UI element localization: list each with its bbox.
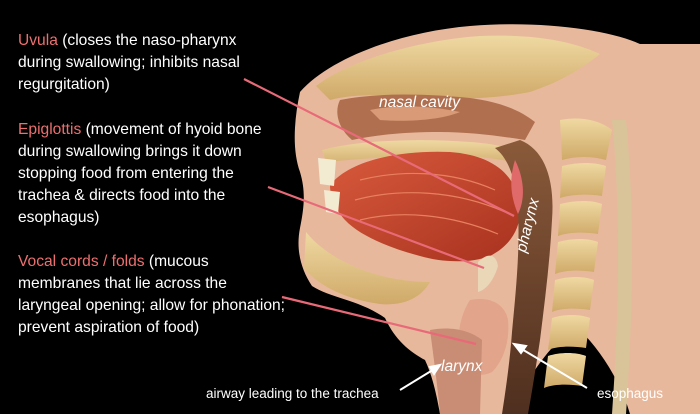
nasal-conchae [370,106,460,121]
esophagus-arrow [519,347,588,389]
uvula-annotation: Uvula (closes the naso-pharynx during sw… [18,30,268,96]
uvula-term: Uvula [18,32,58,49]
upper-teeth [318,158,336,186]
epiglottis [478,255,498,292]
pointer-lines [243,78,515,346]
epiglottis-term: Epiglottis [18,121,82,138]
spinal-cord [612,120,632,414]
uvula-description: (closes the naso-pharynx during swallowi… [18,32,240,93]
vocal-cords-description: (mucous membranes that lie across the la… [18,253,286,336]
epiglottis-annotation: Epiglottis (movement of hyoid bone durin… [18,119,278,229]
vocal-cords-pointer-line [281,295,477,346]
larynx-label: larynx [441,358,483,375]
epiglottis-description: (movement of hyoid bone during swallowin… [18,121,262,226]
skull-bone [316,35,600,100]
airway-caption: airway leading to the trachea [206,386,379,401]
epiglottis-pointer-line [267,185,485,270]
pharynx-passage [495,140,553,414]
uvula-pointer-line [243,78,515,217]
airway-arrow [399,367,437,391]
cervical-spine [544,118,612,388]
uvula [511,160,523,214]
esophagus-caption: esophagus [597,386,664,401]
vocal-cords-term: Vocal cords / folds [18,253,145,270]
mandible [304,232,430,305]
vocal-cords-annotation: Vocal cords / folds (mucous membranes th… [18,251,293,339]
lower-teeth [324,190,340,214]
trachea-airway [430,328,482,414]
nasal-cavity-label: nasal cavity [379,94,460,111]
tongue [330,151,521,262]
caption-arrows [399,342,588,391]
